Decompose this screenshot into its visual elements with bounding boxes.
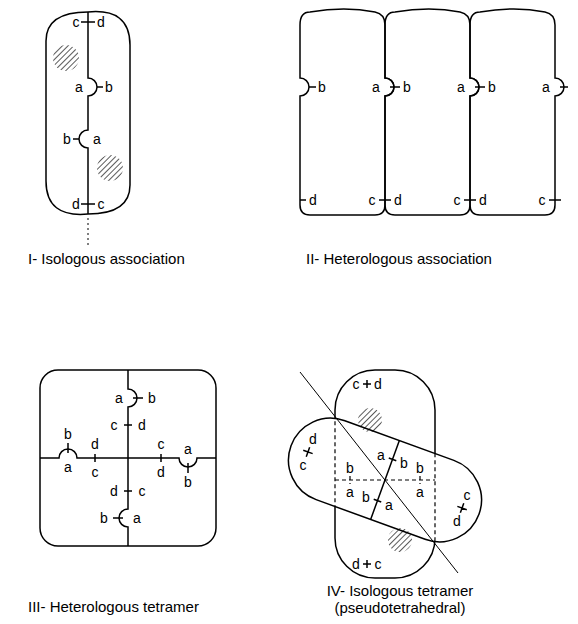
site-letter: c <box>375 557 382 571</box>
heterologous-chain <box>300 9 568 215</box>
site-letter: a <box>416 485 424 499</box>
site-letter: a <box>385 498 393 512</box>
site-letter: b <box>416 461 424 475</box>
isologous-tetramer <box>277 370 494 578</box>
hatched-site <box>53 45 79 71</box>
site-letter: a <box>346 485 354 499</box>
site-letter: b <box>318 80 326 94</box>
heterologous-tetramer <box>40 370 216 546</box>
site-letter: c <box>300 458 307 472</box>
site-tick <box>73 22 103 204</box>
hidden-outline <box>335 370 435 578</box>
site-letter: c <box>369 193 376 207</box>
panel-caption: III- Heterologous tetramer <box>28 598 288 615</box>
interface-line <box>79 12 97 214</box>
site-letter: a <box>372 80 380 94</box>
site-letter: d <box>394 193 402 207</box>
symmetry-axis <box>88 218 89 246</box>
site-letter: c <box>111 418 118 432</box>
site-letter: b <box>63 132 71 146</box>
interface-arm <box>40 443 128 462</box>
site-letter: d <box>110 484 118 498</box>
site-letter: d <box>157 465 165 479</box>
site-letter: d <box>453 514 461 528</box>
site-letter: d <box>352 557 360 571</box>
site-letter: d <box>309 193 317 207</box>
subunit-outline <box>470 9 564 215</box>
hatched-site <box>97 155 123 181</box>
site-letter: a <box>75 80 83 94</box>
site-letter: a <box>115 391 123 405</box>
site-letter: c <box>139 484 146 498</box>
site-letter: a <box>542 80 550 94</box>
site-letter: b <box>346 461 354 475</box>
site-letter: d <box>72 197 80 211</box>
site-letter: b <box>64 427 72 441</box>
subunit-outline <box>385 9 479 215</box>
site-letter: a <box>457 80 465 94</box>
panel-caption: II- Heterologous association <box>306 250 574 267</box>
site-letter: c <box>73 15 80 29</box>
site-letter: c <box>158 437 165 451</box>
site-letter: b <box>362 490 370 504</box>
site-letter: d <box>138 418 146 432</box>
site-letter: a <box>184 442 192 456</box>
tetramer-outline <box>40 370 216 546</box>
interface-arm <box>128 454 216 473</box>
site-letter: a <box>64 460 72 474</box>
subunit-outline <box>88 12 130 214</box>
site-letter: b <box>400 456 408 470</box>
interface-arm <box>124 370 143 458</box>
site-letter: d <box>91 437 99 451</box>
site-letter: a <box>133 511 141 525</box>
site-letter: b <box>488 80 496 94</box>
symmetry-axis <box>300 372 458 573</box>
site-letter: b <box>100 511 108 525</box>
hatched-site <box>388 528 412 552</box>
site-letter: d <box>374 377 382 391</box>
subunit-outline <box>300 9 394 215</box>
interface-arm <box>113 458 132 546</box>
site-tick <box>300 87 568 200</box>
site-letter: c <box>464 488 471 502</box>
site-letter: d <box>309 432 317 446</box>
site-letter: c <box>92 465 99 479</box>
site-letter: c <box>454 193 461 207</box>
site-letter: a <box>93 132 101 146</box>
site-letter: b <box>184 475 192 489</box>
hatched-site <box>358 408 382 432</box>
site-letter: c <box>539 193 546 207</box>
site-letter: d <box>479 193 487 207</box>
site-letter: c <box>353 377 360 391</box>
panel-caption: IV- Isologous tetramer (pseudotetrahedra… <box>310 582 490 616</box>
site-letter: a <box>377 448 385 462</box>
panel-caption: I- Isologous association <box>28 250 288 267</box>
site-letter: b <box>403 80 411 94</box>
site-letter: c <box>98 197 105 211</box>
isologous-dimer <box>46 12 130 246</box>
site-letter: b <box>148 391 156 405</box>
site-letter: d <box>97 15 105 29</box>
site-letter: b <box>105 80 113 94</box>
subunit-outline <box>46 12 88 214</box>
